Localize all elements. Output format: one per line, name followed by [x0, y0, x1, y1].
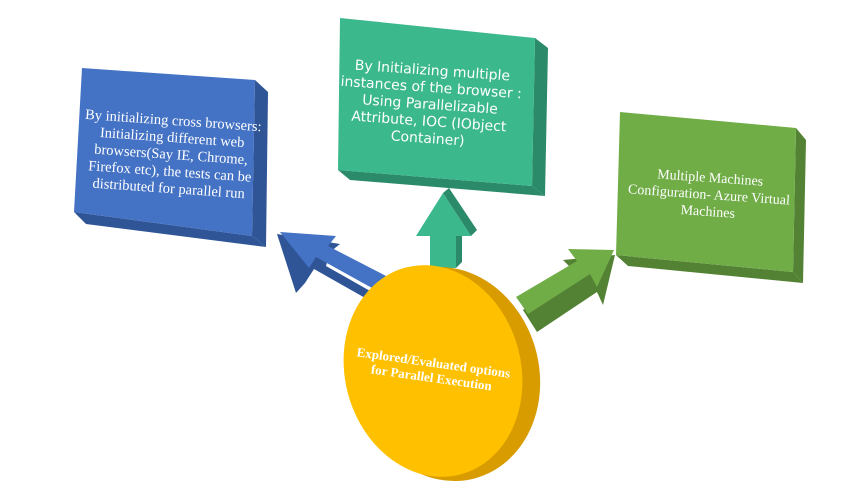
top-box-side — [532, 38, 548, 196]
left-arrow — [277, 232, 386, 303]
right-option-label: Multiple Machines Configuration- Azure V… — [627, 166, 791, 222]
top-arrow-face — [416, 193, 471, 268]
top-box-face — [338, 18, 535, 186]
right-arrow-face — [516, 249, 614, 314]
center-disc-face — [343, 265, 523, 477]
top-arrow-head-side — [443, 188, 477, 236]
right-arrow — [516, 249, 615, 332]
left-option-box — [74, 68, 268, 247]
right-option-box — [616, 112, 806, 283]
left-box-face — [74, 68, 255, 236]
center-label: Explored/Evaluated options for Parallel … — [355, 344, 512, 394]
top-option-box — [338, 18, 548, 196]
right-box-bottom — [616, 255, 803, 283]
top-box-bottom — [338, 170, 545, 196]
right-box-side — [793, 128, 806, 283]
center-disc — [343, 265, 541, 482]
left-box-side — [252, 80, 268, 247]
left-option-label: By initializing cross browsers: Initiali… — [84, 106, 263, 202]
right-box-face — [616, 112, 796, 272]
top-arrow — [416, 188, 477, 268]
top-option-label: By Initializing multiple instances of th… — [340, 57, 523, 149]
left-box-bottom — [74, 212, 266, 247]
top-arrow-side — [456, 230, 462, 268]
left-arrow-face — [280, 232, 386, 288]
